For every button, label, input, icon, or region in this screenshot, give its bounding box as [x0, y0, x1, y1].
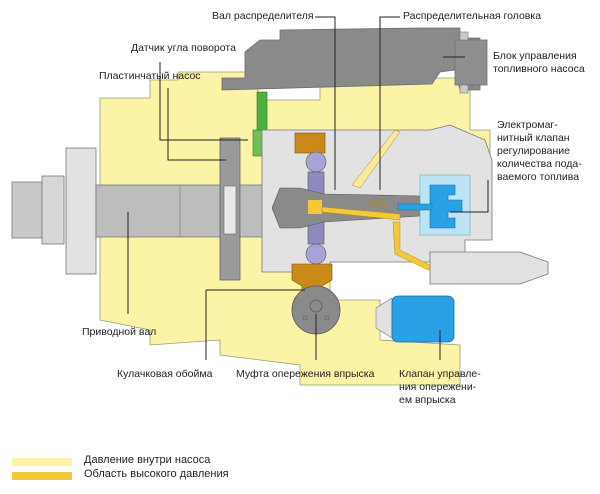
- timing-valve: [391, 295, 455, 343]
- vane-pump-gear: [223, 185, 237, 235]
- leader-lines: [127, 16, 489, 360]
- label-timing-valve: Клапан управле- ния опережени- ем впрыск…: [399, 368, 481, 406]
- control-unit-housing: [221, 27, 481, 91]
- legend-label-low-pressure: Давление внутри насоса: [84, 454, 211, 466]
- label-vane-pump: Пластинчатый насос: [99, 70, 201, 82]
- legend-label-high-pressure: Область высокого давления: [84, 468, 229, 480]
- drive-shaft-flange: [65, 147, 97, 275]
- feed-channel: [351, 129, 401, 189]
- timing-device-hole: [309, 299, 323, 313]
- label-solenoid-valve: Электромаг- нитный клапан регулирование …: [497, 119, 582, 183]
- label-angle-sensor: Датчик угла поворота: [131, 42, 236, 54]
- timing-device-hole: [324, 315, 330, 321]
- delivery-valve-outlet: [429, 251, 549, 285]
- spring: [367, 198, 387, 210]
- angle-sensor-rod: [256, 91, 268, 133]
- roller-top: [305, 151, 327, 173]
- connector-tab-bottom: [459, 84, 469, 94]
- control-unit-connector: [454, 39, 488, 86]
- cam-ring-top: [294, 132, 326, 154]
- label-timing-device: Муфта опережения впрыска: [236, 368, 375, 380]
- roller-bottom: [305, 243, 327, 265]
- drive-shaft-neck: [41, 175, 65, 245]
- label-drive-shaft: Приводной вал: [82, 326, 157, 338]
- legend-swatch-high-pressure: [12, 472, 72, 480]
- high-pressure-line: [321, 206, 401, 221]
- legend-swatch-low-pressure: [12, 458, 72, 466]
- solenoid-needle: [397, 203, 433, 211]
- high-pressure-chamber: [308, 200, 322, 214]
- label-cam-ring: Кулачковая обойма: [117, 368, 213, 380]
- connector-tab-top: [459, 31, 469, 41]
- label-control-unit: Блок управления топливного насоса: [493, 50, 585, 75]
- drive-shaft-hub: [11, 181, 43, 239]
- label-distributor-head: Распределительная головка: [403, 10, 542, 22]
- label-distributor-shaft: Вал распределителя: [212, 10, 314, 22]
- timing-device-hole: [302, 315, 308, 321]
- drive-shaft: [95, 184, 267, 238]
